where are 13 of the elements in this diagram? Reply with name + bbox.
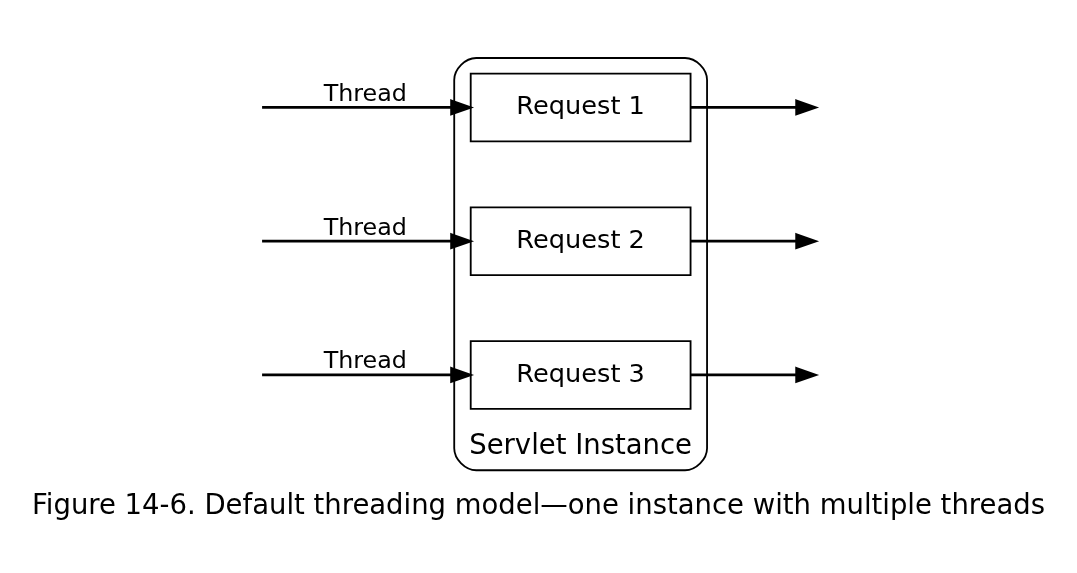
arrow xyxy=(262,232,475,250)
node-box: Request 3 xyxy=(469,339,692,410)
arrow xyxy=(262,366,475,383)
edge-label: Thread xyxy=(323,212,407,241)
node-box: Request 2 xyxy=(469,205,692,276)
node-box: Request 1 xyxy=(469,72,692,142)
arrow xyxy=(690,366,820,383)
arrow xyxy=(690,98,820,116)
caption: Figure 14-6. Default threading model—one instance with multiple threads xyxy=(32,487,1045,520)
edge-label: Thread xyxy=(323,78,407,107)
edge-label: Thread xyxy=(323,345,407,374)
arrow xyxy=(262,98,475,116)
arrow xyxy=(690,232,820,250)
